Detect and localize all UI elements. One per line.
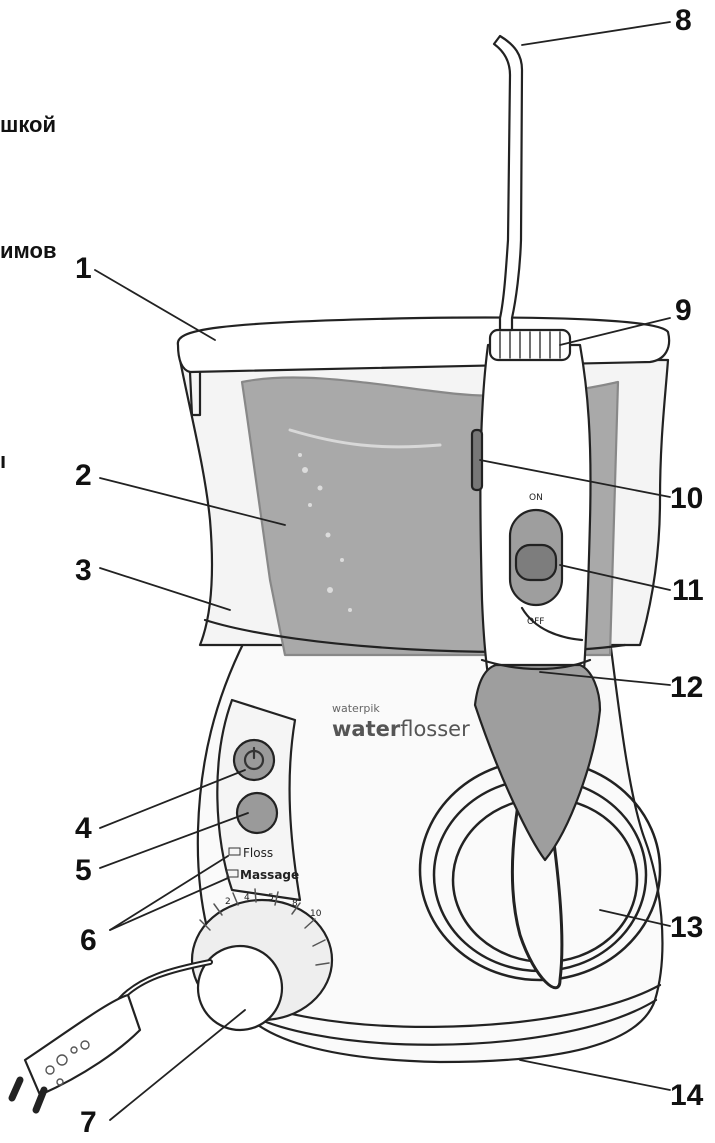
jet-tip [492, 34, 524, 332]
callout-4: 4 [75, 812, 92, 845]
mode-massage-label: Massage [240, 868, 299, 882]
plug [23, 993, 142, 1097]
brand-main-text: waterflosser [332, 717, 470, 741]
callout-5: 5 [75, 854, 92, 887]
cut-off-label-bottom: ı [0, 448, 7, 473]
dial-scale-1: 2 [225, 897, 231, 907]
callout-6: 6 [80, 924, 97, 957]
dial-scale-3: 5 [268, 893, 274, 903]
callout-7: 7 [80, 1106, 97, 1139]
pause-button [235, 791, 279, 835]
cut-off-label-top: шкой [0, 112, 57, 137]
callout-2: 2 [75, 459, 92, 492]
callout-9: 9 [675, 294, 692, 327]
callout-8: 8 [675, 4, 692, 37]
on-label: ON [529, 493, 543, 503]
callout-3: 3 [75, 554, 92, 587]
handle-base [473, 663, 602, 862]
callout-14: 14 [670, 1079, 704, 1112]
dial-scale-5: 10 [310, 909, 322, 919]
on-off-switch [514, 543, 558, 582]
callout-12: 12 [670, 671, 703, 704]
power-button [232, 738, 276, 782]
pressure-dial-knob [196, 944, 284, 1032]
callout-13: 13 [670, 911, 703, 944]
brand-small-text: waterpik [332, 702, 380, 715]
brand-main-rest: flosser [400, 717, 470, 741]
dial-scale-2: 4 [244, 893, 250, 903]
brand-main-bold: water [332, 717, 401, 741]
callout-1: 1 [75, 252, 92, 285]
mode-floss-label: Floss [243, 846, 273, 860]
dial-scale-4: 8 [292, 899, 298, 909]
cut-off-label-middle: имов [0, 238, 57, 263]
callout-11: 11 [672, 574, 704, 607]
massage-indicator-icon [226, 869, 239, 878]
floss-indicator-icon [228, 847, 241, 856]
callout-10: 10 [670, 482, 703, 515]
lid [176, 316, 671, 374]
off-label: OFF [527, 617, 544, 627]
